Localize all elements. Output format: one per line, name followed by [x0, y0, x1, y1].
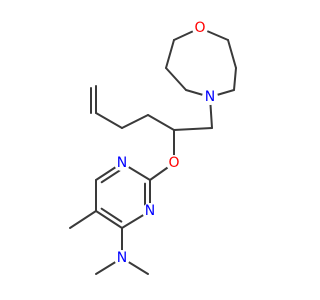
atom-background-oxygen_ether	[166, 155, 182, 171]
atom-background-nitrogen_pyrimidine_1	[114, 155, 130, 171]
atom-background-oxygen_ring	[192, 20, 208, 36]
bond-C1a-C1b	[227, 39, 237, 69]
atom-layer: O N O N N N	[114, 20, 218, 266]
double-bond-Cp6-Np1	[100, 168, 123, 184]
bond-CH2-CH	[173, 127, 213, 131]
molecule-structure: O N O N N N	[69, 20, 237, 275]
atom-label-nitrogen_pyrimidine_2: N	[145, 203, 155, 219]
double-bond-Cp4-Cp5	[100, 207, 123, 223]
bond-Cp5-Me5	[69, 210, 97, 229]
atom-label-oxygen_ring: O	[194, 20, 205, 36]
bond-Cp4-Cp5	[95, 210, 123, 229]
atom-label-nitrogen_pyrimidine_1: N	[117, 155, 127, 171]
atom-background-nitrogen_amine	[114, 250, 130, 266]
bond-C1e-C1d	[165, 67, 187, 91]
bond-CH-C2	[147, 114, 175, 131]
bond-layer	[69, 27, 237, 275]
bond-C1d-C1c	[165, 39, 175, 69]
bond-C3-C4	[95, 112, 123, 129]
bond-C1b-C1f	[233, 67, 237, 91]
atom-label-oxygen_ether: O	[168, 155, 179, 171]
atom-background-nitrogen_ring	[202, 89, 218, 105]
atom-label-nitrogen_amine: N	[117, 250, 127, 266]
bond-C2-C3	[121, 114, 149, 129]
atom-label-nitrogen_ring: N	[205, 89, 215, 105]
atom-background-nitrogen_pyrimidine_2	[142, 203, 158, 219]
